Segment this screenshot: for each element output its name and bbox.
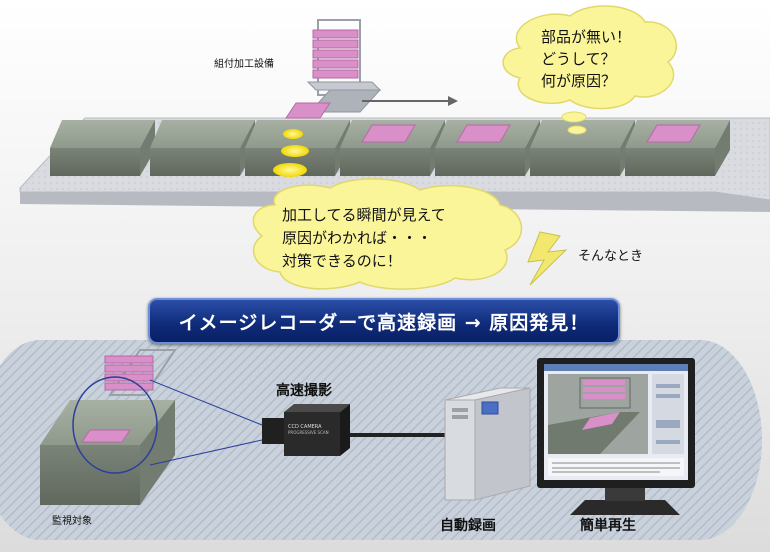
lightning-arrow-icon (527, 231, 568, 286)
camera-label: 高速撮影 (276, 382, 332, 399)
bubble-mid-line2: 原因がわかれば・・・ (282, 229, 432, 247)
motion-arrow-icon (362, 96, 458, 106)
glow-trail (273, 129, 309, 177)
assembly-machine (285, 19, 382, 119)
auto-record-label: 自動録画 (440, 517, 496, 534)
workpiece-block-7 (625, 120, 730, 176)
thought-bubble-middle (252, 178, 522, 290)
camera-model-subtext: PROGRESSIVE SCAN (288, 430, 329, 435)
workpiece-block-1 (50, 120, 155, 176)
pc-tower-icon (444, 387, 531, 501)
bubble-top-line3: 何が原因？ (541, 72, 616, 90)
bubble-mid-line3: 対策できるのに！ (282, 252, 402, 270)
field-of-view (149, 379, 263, 466)
sonna-toki-label: そんなとき (578, 249, 643, 264)
bubble-mid-line1: 加工してる瞬間が見えて (282, 206, 446, 224)
camera-model-text: CCD CAMERA (288, 424, 322, 430)
easy-play-label: 簡単再生 (580, 517, 636, 534)
workpiece-block-4 (340, 120, 445, 176)
camera-icon: CCD CAMERA PROGRESSIVE SCAN (262, 404, 350, 456)
workpiece-block-2 (150, 120, 255, 176)
monitored-target (40, 349, 177, 505)
monitor-icon (537, 358, 695, 515)
monitor-ellipse (72, 376, 158, 474)
headline-banner: イメージレコーダーで高速録画 → 原因発見！ (148, 298, 620, 344)
workpiece-block-5 (435, 120, 540, 176)
machine-label: 組付加工設備 (214, 57, 274, 70)
thought-bubble-top (502, 5, 677, 135)
headline-banner-text: イメージレコーダーで高速録画 → 原因発見！ (178, 311, 590, 334)
target-label: 監視対象 (52, 514, 92, 527)
bubble-top-line1: 部品が無い！ (541, 28, 631, 46)
bubble-top-line2: どうして？ (541, 50, 616, 68)
